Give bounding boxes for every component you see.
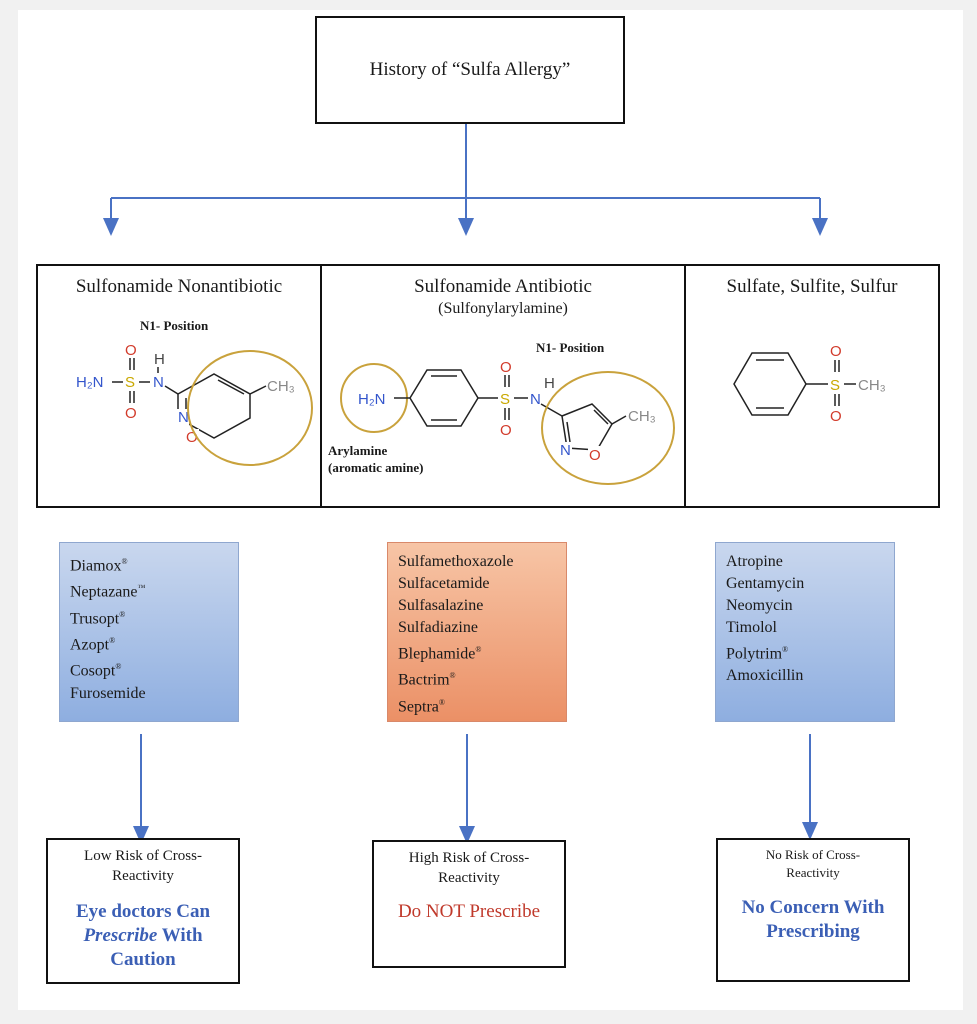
svg-text:S: S bbox=[125, 374, 135, 391]
trademark-mark: ® bbox=[119, 609, 126, 619]
svg-text:O: O bbox=[500, 422, 512, 439]
svg-text:O: O bbox=[125, 342, 137, 359]
svg-text:O: O bbox=[186, 429, 198, 446]
drug-item: Amoxicillin bbox=[726, 667, 804, 685]
risk-label: No Risk of Cross-Reactivity bbox=[765, 847, 861, 880]
trademark-mark: ® bbox=[449, 671, 456, 681]
category-antibiotic: Sulfonamide Antibiotic (Sulfonylarylamin… bbox=[320, 264, 686, 508]
trademark-mark: ® bbox=[109, 635, 116, 645]
drug-item: Atropine bbox=[726, 553, 783, 570]
drug-item: Sulfasalazine bbox=[398, 597, 484, 614]
drug-item: Septra® bbox=[398, 697, 445, 715]
risk-action-part: With Caution bbox=[110, 925, 203, 970]
svg-text:N: N bbox=[153, 374, 164, 391]
drug-item: Trusopt® bbox=[70, 609, 126, 627]
svg-text:CH₃: CH₃ bbox=[858, 377, 886, 394]
drug-item: Polytrim® bbox=[726, 645, 789, 663]
antibiotic-structure: H₂N S O O N H N O CH₃ bbox=[340, 359, 675, 485]
risk-label: Low Risk of Cross-Reactivity bbox=[84, 848, 202, 884]
risk-action: Eye doctors Can Prescribe With Caution bbox=[48, 900, 238, 972]
category-title: Sulfonamide Antibiotic bbox=[414, 276, 592, 297]
risk-action-part: Eye doctors Can bbox=[75, 901, 211, 922]
svg-text:S: S bbox=[500, 391, 510, 408]
drug-item: Bactrim® bbox=[398, 671, 456, 689]
trademark-mark: ™ bbox=[137, 583, 146, 593]
n1-position-label: N1- Position bbox=[536, 340, 605, 355]
category-nonantibiotic: Sulfonamide Nonantibiotic N1- Position H… bbox=[36, 264, 322, 508]
n1-highlight-circle bbox=[541, 371, 675, 485]
svg-text:S: S bbox=[830, 377, 840, 394]
diagram-title: History of “Sulfa Allergy” bbox=[369, 59, 571, 80]
trademark-mark: ® bbox=[475, 645, 482, 654]
category-sulfate: Sulfate, Sulfite, Sulfur S O O CH₃ bbox=[684, 264, 940, 508]
drug-item: Azopt® bbox=[70, 635, 116, 654]
n1-highlight-circle bbox=[187, 350, 313, 466]
trademark-mark: ® bbox=[115, 662, 122, 672]
svg-text:H: H bbox=[154, 351, 165, 368]
svg-text:N: N bbox=[530, 391, 541, 408]
category-title: Sulfonamide Nonantibiotic bbox=[75, 276, 283, 297]
trademark-mark: ® bbox=[438, 697, 445, 707]
svg-text:H₂N: H₂N bbox=[358, 391, 386, 408]
risk-action: No Concern With Prescribing bbox=[741, 897, 885, 942]
risk-action: Do NOT Prescribe bbox=[397, 901, 541, 922]
risk-action-emphasis: Prescribe bbox=[83, 925, 158, 946]
drug-item: Sulfacetamide bbox=[398, 575, 490, 592]
svg-text:O: O bbox=[125, 405, 137, 422]
drug-list-antibiotic: Sulfamethoxazole Sulfacetamide Sulfasala… bbox=[387, 542, 567, 722]
sulfate-structure: S O O CH₃ bbox=[733, 343, 886, 425]
drug-list-sulfate: Atropine Gentamycin Neomycin Timolol Pol… bbox=[715, 542, 895, 722]
svg-text:O: O bbox=[830, 408, 842, 425]
drug-item: Furosemide bbox=[70, 684, 146, 702]
drug-list-nonantibiotic: Diamox® Neptazane™ Trusopt® Azopt® Cosop… bbox=[59, 542, 239, 722]
svg-text:CH₃: CH₃ bbox=[628, 408, 656, 425]
svg-text:N: N bbox=[178, 409, 189, 426]
drug-item: Gentamycin bbox=[726, 575, 805, 592]
svg-text:H₂N: H₂N bbox=[76, 374, 104, 391]
trademark-mark: ® bbox=[782, 645, 789, 654]
drug-item: Diamox® bbox=[70, 557, 128, 575]
svg-text:O: O bbox=[830, 343, 842, 360]
nonantibiotic-structure: H₂N S O O N H N O CH₃ bbox=[76, 342, 313, 466]
drug-item: Neomycin bbox=[726, 597, 793, 614]
svg-text:CH₃: CH₃ bbox=[267, 378, 295, 395]
risk-box-none: No Risk of Cross-Reactivity No Concern W… bbox=[716, 838, 910, 982]
drug-item: Cosopt® bbox=[70, 662, 122, 680]
drug-item: Sulfadiazine bbox=[398, 619, 478, 636]
svg-text:O: O bbox=[500, 359, 512, 376]
svg-text:N: N bbox=[560, 442, 571, 459]
category-subtitle: (Sulfonylarylamine) bbox=[438, 300, 568, 317]
trademark-mark: ® bbox=[121, 557, 128, 566]
risk-box-high: High Risk of Cross-Reactivity Do NOT Pre… bbox=[372, 840, 566, 968]
drug-item: Blephamide® bbox=[398, 645, 482, 663]
risk-label: High Risk of Cross-Reactivity bbox=[408, 850, 530, 886]
category-title: Sulfate, Sulfite, Sulfur bbox=[726, 276, 898, 297]
svg-text:H: H bbox=[544, 375, 555, 392]
n1-position-label: N1- Position bbox=[140, 318, 209, 333]
drug-item: Timolol bbox=[726, 619, 777, 636]
drug-item: Sulfamethoxazole bbox=[398, 553, 514, 570]
svg-text:O: O bbox=[589, 447, 601, 464]
arylamine-line-1: Arylamine bbox=[328, 443, 388, 458]
risk-box-low: Low Risk of Cross-Reactivity Eye doctors… bbox=[46, 838, 240, 984]
drug-item: Neptazane™ bbox=[70, 583, 146, 601]
title-box: History of “Sulfa Allergy” bbox=[315, 16, 625, 124]
arylamine-line-2: (aromatic amine) bbox=[328, 460, 424, 475]
arylamine-label: Arylamine (aromatic amine) bbox=[328, 442, 423, 476]
